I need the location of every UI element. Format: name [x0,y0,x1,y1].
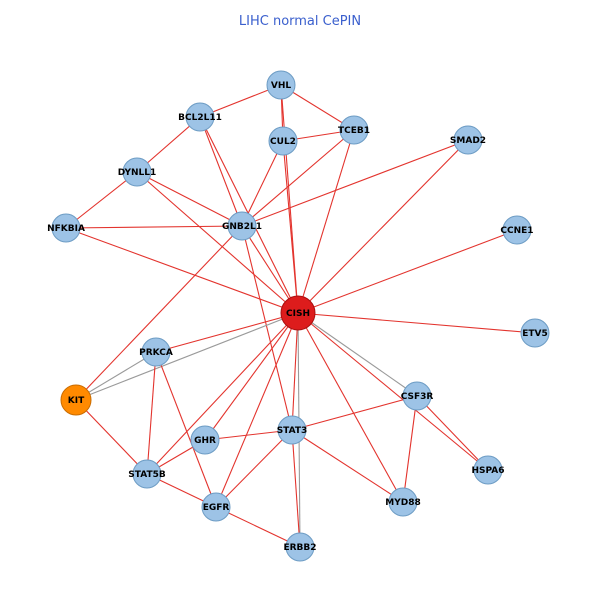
node-circle-EGFR[interactable] [201,492,231,522]
node-circle-ETV5[interactable] [520,318,550,348]
node-circle-PRKCA[interactable] [141,337,171,367]
edge-GHR-STAT3 [204,429,293,441]
node-circle-TCEB1[interactable] [339,115,369,145]
node-MYD88[interactable]: MYD88 [385,487,421,517]
edge-CISH-HSPA6 [297,312,489,471]
edge-STAT3-ERBB2 [291,429,301,548]
node-CSF3R[interactable]: CSF3R [401,381,434,411]
node-circle-KIT[interactable] [60,384,92,416]
node-circle-CSF3R[interactable] [402,381,432,411]
edge-VHL-BCL2L11 [199,84,282,118]
edge-EGFR-STAT3 [215,429,293,508]
edge-SMAD2-GNB2L1 [241,139,469,227]
edge-CISH-CSF3R [297,312,418,397]
edge-DYNLL1-GNB2L1 [136,171,243,227]
node-ERBB2[interactable]: ERBB2 [283,532,317,562]
edge-DYNLL1-NFKBIA [65,171,138,229]
edge-TCEB1-GNB2L1 [241,129,355,227]
node-STAT5B[interactable]: STAT5B [128,459,166,489]
edge-STAT3-MYD88 [291,429,404,503]
node-circle-HSPA6[interactable] [473,455,503,485]
node-circle-CCNE1[interactable] [502,215,532,245]
edge-EGFR-ERBB2 [215,506,301,548]
edge-CSF3R-MYD88 [402,395,418,503]
node-circle-CUL2[interactable] [268,126,298,156]
node-VHL[interactable]: VHL [266,70,296,100]
edge-BCL2L11-GNB2L1 [199,116,243,227]
node-PRKCA[interactable]: PRKCA [139,337,173,367]
edge-TCEB1-CISH [297,129,355,314]
edge-PRKCA-EGFR [155,351,217,508]
edge-NFKBIA-GNB2L1 [65,225,243,229]
edge-CISH-KIT [75,312,299,401]
plot-title: LIHC normal CePIN [238,14,362,29]
edge-ETV5-CISH [297,312,536,334]
edge-CCNE1-CISH [297,229,518,314]
edge-PRKCA-STAT5B [146,351,157,475]
edge-PRKCA-KIT [75,351,157,401]
node-circle-GHR[interactable] [190,425,220,455]
edge-CUL2-GNB2L1 [241,140,284,227]
node-DYNLL1[interactable]: DYNLL1 [118,157,157,187]
edge-DYNLL1-CISH [136,171,299,314]
node-circle-SMAD2[interactable] [453,125,483,155]
edge-CISH-STAT5B [146,312,299,475]
node-GNB2L1[interactable]: GNB2L1 [222,211,262,241]
edge-CISH-PRKCA [155,312,299,353]
node-GHR[interactable]: GHR [190,425,220,455]
node-KIT[interactable]: KIT [60,384,92,416]
node-EGFR[interactable]: EGFR [201,492,231,522]
node-CISH[interactable]: CISH [280,295,316,331]
edge-CISH-EGFR [215,312,299,508]
node-circle-DYNLL1[interactable] [122,157,152,187]
node-CUL2[interactable]: CUL2 [268,126,298,156]
edge-CUL2-CISH [282,140,299,314]
edge-GNB2L1-STAT3 [241,225,293,431]
edge-KIT-STAT5B [75,399,148,475]
node-circle-CISH[interactable] [280,295,316,331]
node-circle-NFKBIA[interactable] [51,213,81,243]
node-SMAD2[interactable]: SMAD2 [450,125,486,155]
node-circle-STAT5B[interactable] [132,459,162,489]
edge-SMAD2-CISH [297,139,469,314]
node-ETV5[interactable]: ETV5 [520,318,550,348]
edge-CISH-GHR [204,312,299,441]
node-circle-GNB2L1[interactable] [227,211,257,241]
node-circle-ERBB2[interactable] [285,532,315,562]
node-circle-STAT3[interactable] [277,415,307,445]
edge-CSF3R-HSPA6 [416,395,489,471]
node-circle-MYD88[interactable] [388,487,418,517]
edge-CISH-MYD88 [297,312,404,503]
node-circle-VHL[interactable] [266,70,296,100]
node-circle-BCL2L11[interactable] [185,102,215,132]
edge-CISH-STAT3 [291,312,299,431]
node-STAT3[interactable]: STAT3 [277,415,308,445]
edge-GNB2L1-KIT [75,225,243,401]
edge-STAT3-CSF3R [291,395,418,431]
edge-NFKBIA-CISH [65,227,299,314]
node-CCNE1[interactable]: CCNE1 [500,215,534,245]
node-BCL2L11[interactable]: BCL2L11 [178,102,222,132]
